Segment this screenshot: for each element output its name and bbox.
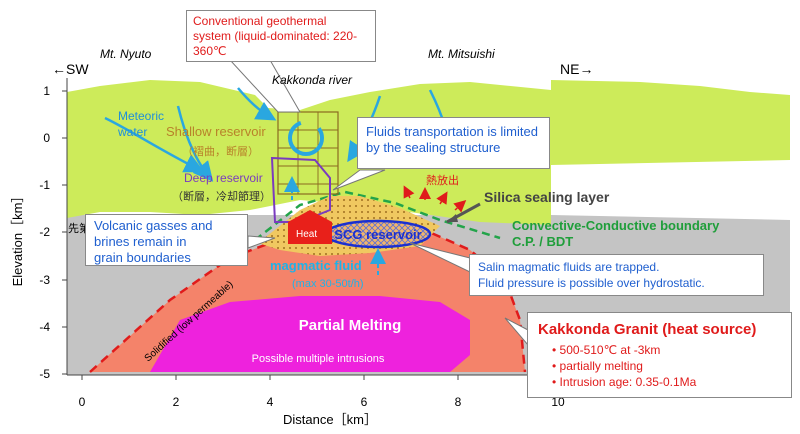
sw-direction: ←SW [52, 61, 89, 77]
meteoric-label-2: water [117, 125, 147, 139]
silica-sealing-label: Silica sealing layer [484, 189, 610, 205]
deep-reservoir-outline [270, 156, 331, 223]
callout-line: by the sealing structure [366, 140, 501, 155]
y-tick-label: -1 [39, 178, 50, 192]
y-ticks [62, 90, 67, 375]
x-tick-label: 8 [455, 395, 462, 409]
fluids-transport-callout: Fluids transportation is limited by the … [357, 117, 550, 169]
heat-release-arrow-3 [436, 191, 448, 205]
shallow-reservoir-label: Shallow reservoir [166, 124, 266, 139]
left-edge-label: 先第 [68, 221, 90, 235]
heat-release-arrow-1 [403, 185, 415, 199]
y-tick-label: -3 [39, 273, 50, 287]
reservoir-fracture-lines [278, 111, 338, 194]
x-ticks [81, 375, 553, 380]
callout-line: brines remain in [94, 234, 187, 249]
heat-label: Heat [296, 229, 317, 240]
shallow-reservoir-sub: （褶曲，断層） [182, 144, 259, 158]
y-tick-label: 1 [43, 84, 50, 98]
callout-line: Volcanic gasses and [94, 218, 213, 233]
partial-melting-zone [150, 296, 470, 372]
ne-direction: NE→ [560, 61, 593, 77]
convective-boundary-line [254, 190, 501, 241]
granit-bullet-row: • partially melting [552, 359, 643, 373]
mt-mitsuishi-label: Mt. Mitsuishi [428, 47, 495, 61]
surface-layer-right [551, 80, 790, 165]
callout-line: Conventional geothermal [193, 14, 327, 28]
boundary-label-1: Convective-Conductive boundary [512, 218, 720, 233]
magmatic-fluid-label: magmatic fluid [270, 258, 362, 273]
granit-title: Kakkonda Granit (heat source) [538, 321, 757, 338]
volcanic-callout-wedge [247, 235, 276, 249]
callout-line: 360℃ [193, 44, 227, 58]
x-tick-label: 4 [267, 395, 274, 409]
river-label: Kakkonda river [272, 73, 353, 87]
meteoric-label-1: Meteoric [118, 109, 164, 123]
granit-bullet: Intrusion age: 0.35-0.1Ma [559, 375, 697, 389]
heat-release-label: 熱放出 [426, 173, 459, 187]
deep-reservoir-label: Deep reservoir [184, 171, 263, 185]
magmatic-rate-label: (max 30-50t/h) [292, 278, 364, 290]
conventional-system-callout: Conventional geothermal system (liquid-d… [186, 10, 376, 62]
salin-fluids-callout: Salin magmatic fluids are trapped. Fluid… [469, 254, 764, 296]
x-tick-label: 6 [361, 395, 368, 409]
x-tick-label: 10 [551, 395, 565, 409]
partial-melting-label: Partial Melting [299, 317, 402, 334]
callout-line: grain boundaries [94, 250, 191, 265]
meteoric-arrow-2 [176, 105, 214, 182]
volcanic-gasses-callout: Volcanic gasses and brines remain in gra… [85, 214, 248, 266]
x-axis-title: Distance［km］ [283, 412, 377, 427]
granit-bullet-row: • Intrusion age: 0.35-0.1Ma [552, 375, 697, 389]
x-tick-label: 2 [173, 395, 180, 409]
y-tick-label: 0 [43, 131, 50, 145]
callout-line: Fluids transportation is limited [366, 124, 538, 139]
y-axis-title: Elevation［km］ [10, 190, 25, 287]
callout-line: Salin magmatic fluids are trapped. [478, 260, 660, 274]
deep-reservoir-sub: （断層，冷却節理） [172, 189, 271, 203]
callout-line: Fluid pressure is possible over hydrosta… [478, 276, 705, 290]
silica-pointer-head [447, 214, 458, 222]
mt-nyuto-label: Mt. Nyuto [100, 47, 152, 61]
granit-bullet-row: • 500-510℃ at -3km [552, 343, 661, 357]
convection-icon [288, 120, 324, 156]
y-tick-label: -4 [39, 320, 50, 334]
heat-house-shape [288, 210, 332, 244]
meteoric-arrow-1 [104, 116, 205, 173]
heat-release-arrow-4 [453, 200, 467, 213]
meteoric-arrow-3 [237, 87, 277, 121]
boundary-label-2: C.P. / BDT [512, 234, 573, 249]
y-tick-label: -5 [39, 367, 50, 381]
callout-line: system (liquid-dominated: 220- [193, 29, 358, 43]
granit-bullet: 500-510℃ at -3km [559, 343, 661, 357]
scg-reservoir-label: SCG reservoir [334, 227, 421, 242]
kakkonda-granit-callout: Kakkonda Granit (heat source) • 500-510℃… [527, 312, 792, 398]
fluids-callout-wedge [332, 169, 386, 191]
y-tick-label: -2 [39, 225, 50, 239]
intrusions-label: Possible multiple intrusions [252, 353, 385, 365]
x-tick-label: 0 [79, 395, 86, 409]
granit-bullet: partially melting [559, 359, 643, 373]
